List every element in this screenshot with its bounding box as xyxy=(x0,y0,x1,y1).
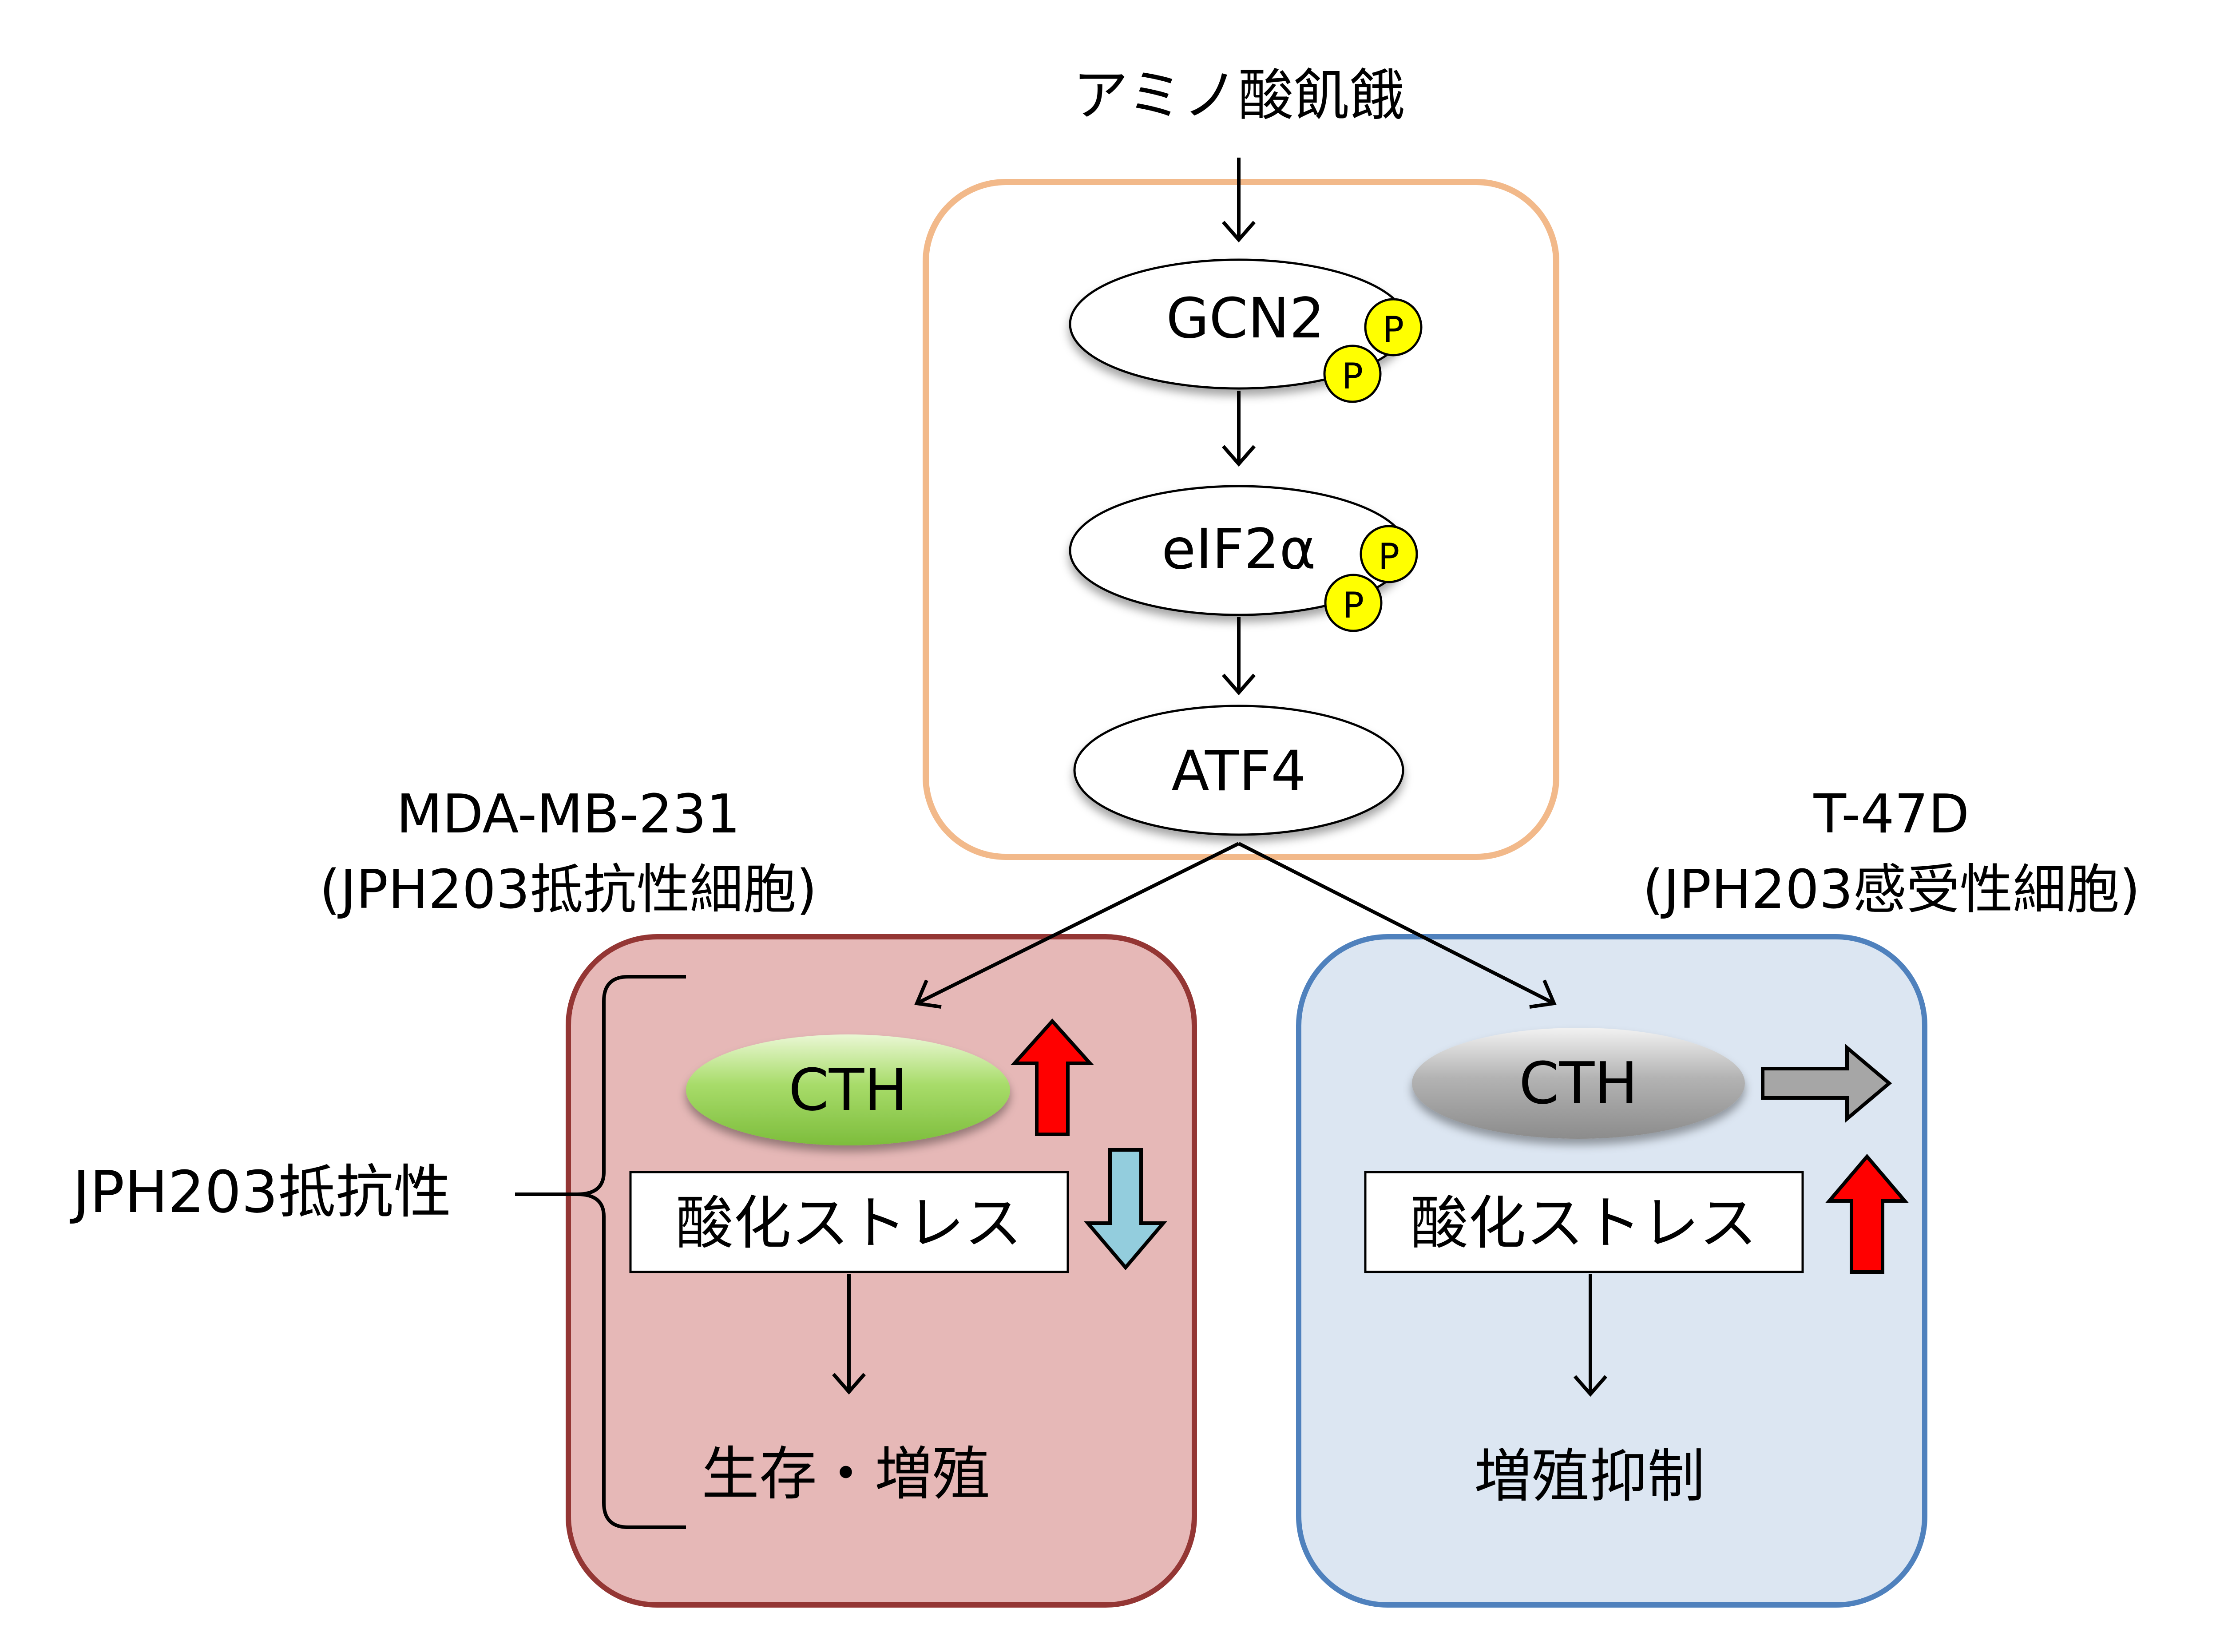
up-arrow-icon xyxy=(1011,1018,1094,1136)
phospho-label: P xyxy=(1343,585,1364,626)
phospho-label: P xyxy=(1383,309,1404,350)
arrow-atf4-to-left-cth xyxy=(916,842,1240,1005)
arrow-atf4-to-right-cth xyxy=(1238,842,1555,1005)
phospho-icon xyxy=(1360,525,1418,583)
right-cth-label: CTH xyxy=(1519,1050,1638,1117)
phospho-label: P xyxy=(1342,356,1363,397)
left-cth-label: CTH xyxy=(789,1056,908,1124)
left-outcome-label: 生存・増殖 xyxy=(702,1440,990,1508)
brace xyxy=(515,975,686,1529)
phospho-icon xyxy=(1324,574,1383,632)
right-cth-node xyxy=(1412,1028,1745,1139)
left-cth-node xyxy=(686,1034,1010,1145)
arrowhead xyxy=(1529,979,1557,1009)
arrowhead xyxy=(1221,673,1256,696)
right-phenotype: (JPH203感受性細胞) xyxy=(1643,859,2141,921)
gcn2-label: GCN2 xyxy=(1166,286,1324,351)
arrowhead xyxy=(914,979,942,1009)
eif2a-label: eIF2α xyxy=(1162,517,1316,582)
left-stress-label: 酸化ストレス xyxy=(676,1189,1022,1257)
right-cell-line: T-47D xyxy=(1813,784,1970,845)
atf4-node xyxy=(1073,705,1404,836)
arrowhead xyxy=(832,1373,866,1395)
right-arrow-icon xyxy=(1761,1044,1892,1123)
arrowhead xyxy=(1573,1375,1608,1397)
atf4-label: ATF4 xyxy=(1171,739,1306,804)
left-cell-line: MDA-MB-231 xyxy=(396,784,741,845)
brace-label: JPH203抵抗性 xyxy=(70,1158,452,1226)
phospho-icon xyxy=(1364,298,1423,357)
down-arrow-icon xyxy=(1084,1148,1167,1271)
right-stress-box xyxy=(1364,1171,1804,1273)
phospho-icon xyxy=(1323,345,1382,403)
left-phenotype: (JPH203抵抗性細胞) xyxy=(320,859,817,921)
left-stress-box xyxy=(629,1171,1069,1273)
phospho-label: P xyxy=(1378,536,1399,577)
arrowhead xyxy=(1221,221,1256,243)
up-arrow-icon xyxy=(1825,1153,1909,1274)
arrowhead xyxy=(1221,445,1256,467)
right-outcome-label: 増殖抑制 xyxy=(1474,1442,1705,1510)
right-stress-label: 酸化ストレス xyxy=(1411,1189,1757,1257)
title-amino-acid-starvation: アミノ酸飢餓 xyxy=(1073,63,1405,128)
